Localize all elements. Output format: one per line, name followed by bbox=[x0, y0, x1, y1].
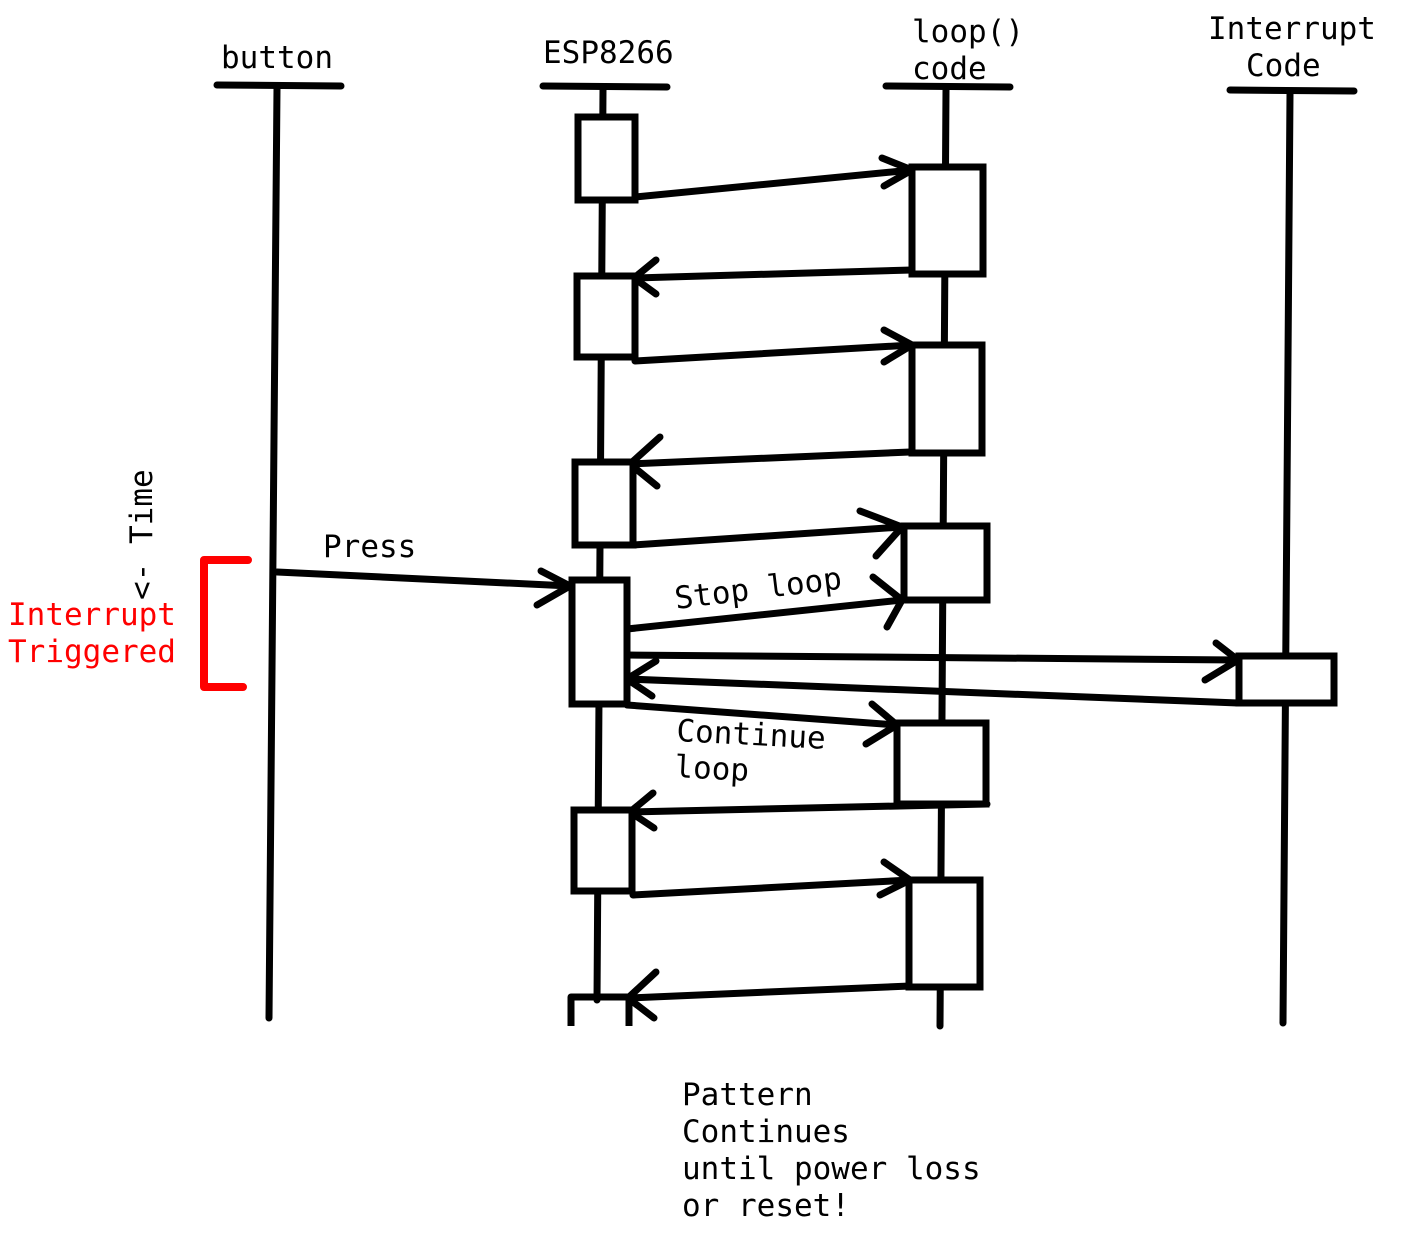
message-arrow-press bbox=[273, 567, 574, 609]
interrupt-lifeline bbox=[1279, 90, 1294, 1027]
loop-activation-box bbox=[900, 522, 991, 604]
esp8266-activation-box bbox=[571, 458, 637, 549]
message-label-press: Press bbox=[323, 529, 416, 565]
message-arrow-esp-to-interrupt bbox=[623, 639, 1242, 684]
lane-label-loop-line1: loop() bbox=[912, 14, 1024, 50]
interrupt-triggered-label-line1: Interrupt bbox=[8, 597, 176, 633]
interrupt-activation-box bbox=[1235, 652, 1338, 707]
interrupt-triggered-label-line2: Triggered bbox=[8, 634, 176, 670]
esp8266-activation-box-open bbox=[567, 993, 633, 1026]
message-arrow-loop-to-esp-5 bbox=[624, 968, 914, 1022]
loop-activation-box bbox=[908, 341, 986, 457]
loop-lane-header-bar bbox=[882, 82, 1014, 91]
lane-label-loop-line2: code bbox=[912, 51, 987, 87]
loop-activation-box bbox=[905, 876, 984, 991]
message-arrow-loop-to-esp-2 bbox=[626, 433, 914, 490]
interrupt-triggered-bracket bbox=[200, 556, 252, 691]
loop-activation-box bbox=[908, 163, 987, 278]
esp8266-activation-box bbox=[573, 272, 639, 361]
esp8266-activation-box bbox=[570, 806, 636, 895]
interrupt-lane-header-bar bbox=[1226, 86, 1358, 95]
message-arrow-esp-to-loop-3 bbox=[629, 507, 906, 560]
footer-note-line3: until power loss bbox=[682, 1151, 981, 1187]
time-axis-label: <- Time bbox=[124, 469, 160, 600]
message-label-continue-loop-line2: loop bbox=[674, 749, 750, 789]
footer-note-line1: Pattern bbox=[682, 1077, 813, 1113]
esp8266-activation-box bbox=[568, 576, 631, 708]
lane-label-button: button bbox=[221, 40, 333, 76]
message-arrow-interrupt-to-esp bbox=[623, 657, 1242, 707]
loop-activation-box bbox=[893, 719, 990, 808]
message-arrow-loop-to-esp-1 bbox=[630, 256, 916, 298]
lane-label-interrupt-line2: Code bbox=[1246, 48, 1321, 84]
esp8266-lane-header-bar bbox=[539, 82, 671, 91]
footer-note-line2: Continues bbox=[682, 1114, 850, 1150]
message-arrow-esp-to-loop-2 bbox=[631, 326, 916, 366]
lane-label-interrupt-line1: Interrupt bbox=[1208, 11, 1376, 47]
message-label-continue-loop-line1: Continue bbox=[676, 713, 827, 757]
esp8266-activation-box bbox=[574, 113, 639, 204]
message-arrow-esp-to-loop-1 bbox=[631, 154, 916, 201]
message-arrow-esp-to-loop-5 bbox=[629, 858, 914, 899]
lane-label-esp8266: ESP8266 bbox=[543, 35, 674, 71]
button-lifeline bbox=[265, 84, 281, 1022]
footer-note-line4: or reset! bbox=[682, 1188, 850, 1224]
